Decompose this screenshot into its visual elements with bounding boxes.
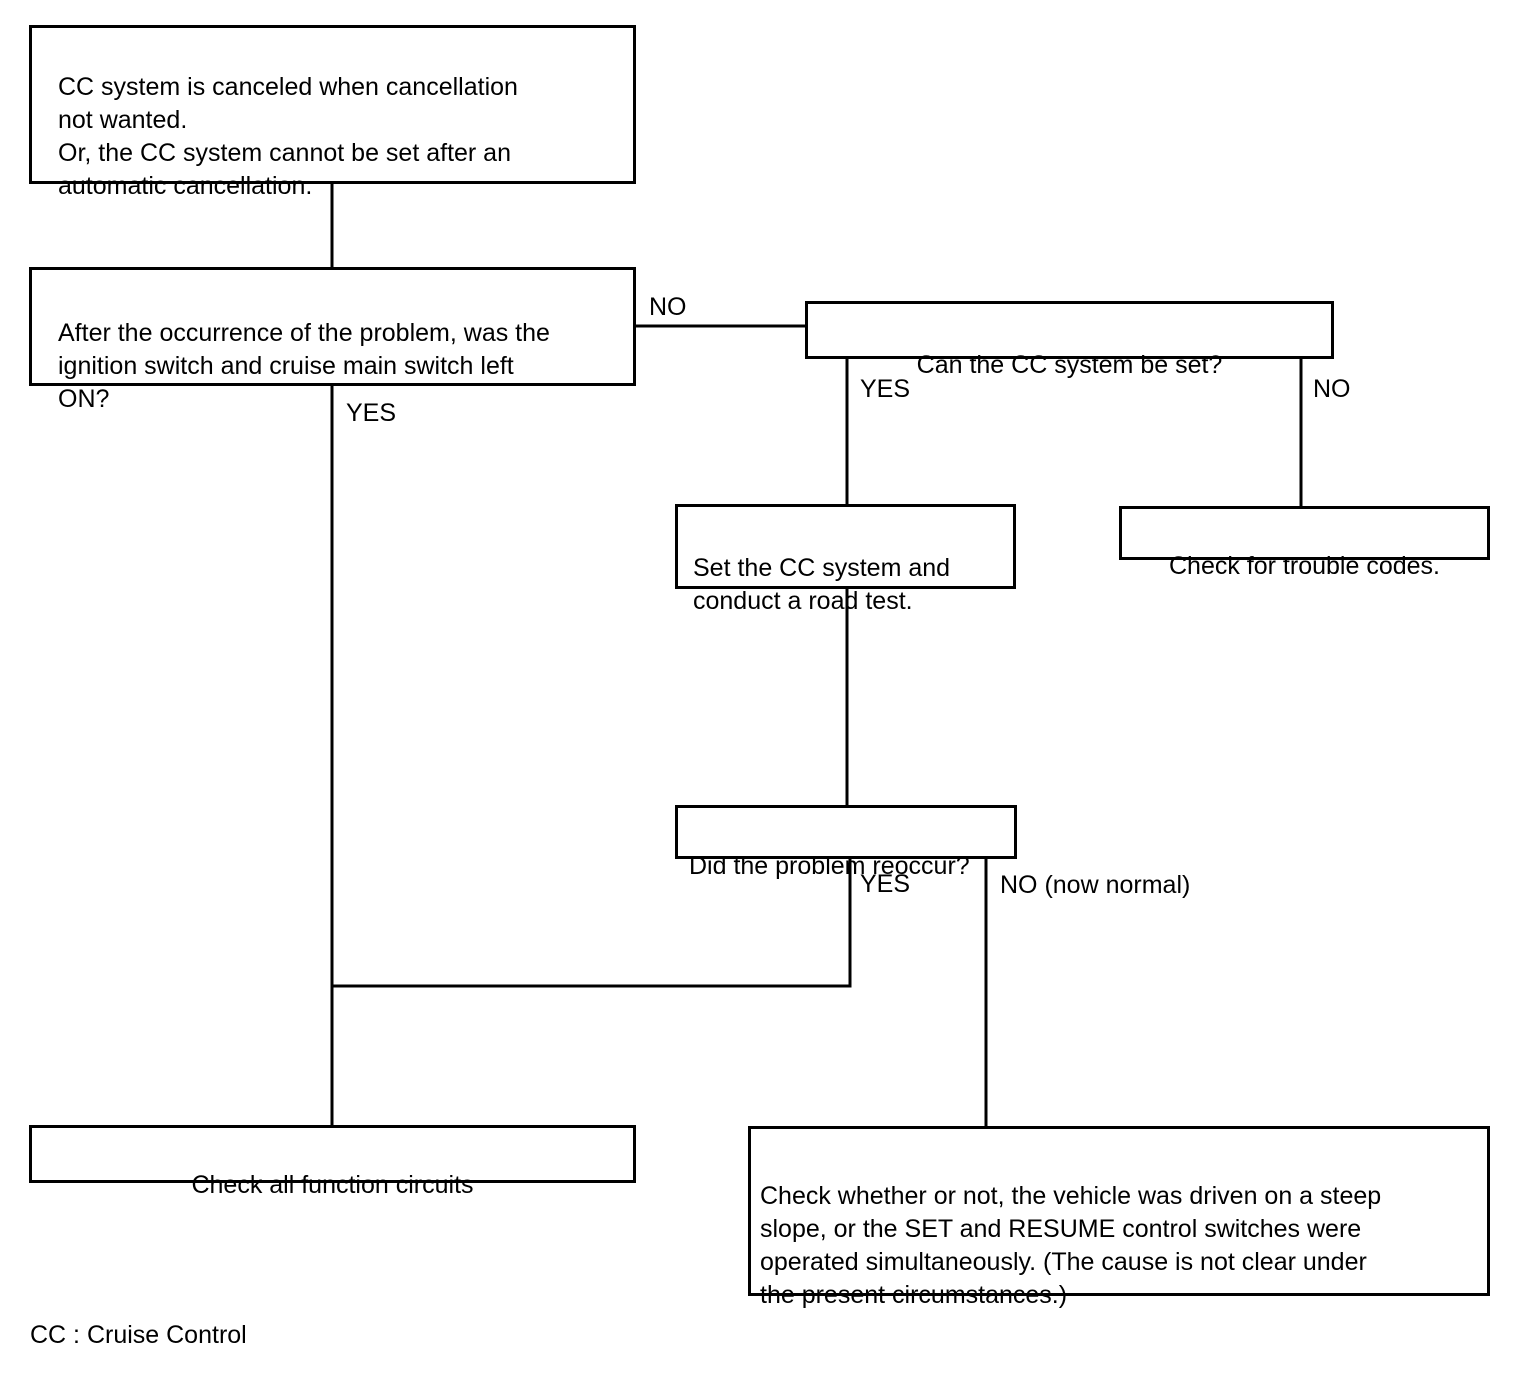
ignition-question-text: After the occurrence of the problem, was… bbox=[58, 319, 550, 413]
check-circuits-box: Check all function circuits bbox=[29, 1125, 636, 1199]
check-slope-text: Check whether or not, the vehicle was dr… bbox=[760, 1182, 1382, 1309]
reoccur-question-box: Did the problem reoccur? bbox=[675, 805, 1017, 880]
can-set-yes-label: YES bbox=[860, 375, 911, 403]
reoccur-question-text: Did the problem reoccur? bbox=[689, 852, 970, 880]
check-circuits-text: Check all function circuits bbox=[191, 1171, 474, 1199]
ignition-no-label: NO bbox=[649, 293, 687, 321]
reoccur-yes-label: YES bbox=[860, 870, 911, 898]
ignition-question-box: After the occurrence of the problem, was… bbox=[29, 267, 636, 413]
road-test-box: Set the CC system and conduct a road tes… bbox=[675, 504, 1016, 615]
can-set-no-label: NO bbox=[1313, 375, 1351, 403]
start-box: CC system is canceled when cancellation … bbox=[29, 25, 636, 200]
trouble-codes-box: Check for trouble codes. bbox=[1119, 506, 1490, 580]
can-set-question-text: Can the CC system be set? bbox=[916, 351, 1223, 379]
footnote: CC : Cruise Control bbox=[30, 1321, 247, 1349]
check-slope-box: Check whether or not, the vehicle was dr… bbox=[748, 1126, 1490, 1309]
can-set-question-box: Can the CC system be set? bbox=[805, 301, 1334, 379]
reoccur-no-label: NO (now normal) bbox=[1000, 871, 1191, 899]
trouble-codes-text: Check for trouble codes. bbox=[1169, 552, 1440, 580]
road-test-text: Set the CC system and conduct a road tes… bbox=[693, 554, 951, 615]
connector-reoccur-yes bbox=[332, 857, 852, 988]
start-text: CC system is canceled when cancellation … bbox=[58, 73, 518, 200]
ignition-yes-label: YES bbox=[346, 399, 397, 427]
